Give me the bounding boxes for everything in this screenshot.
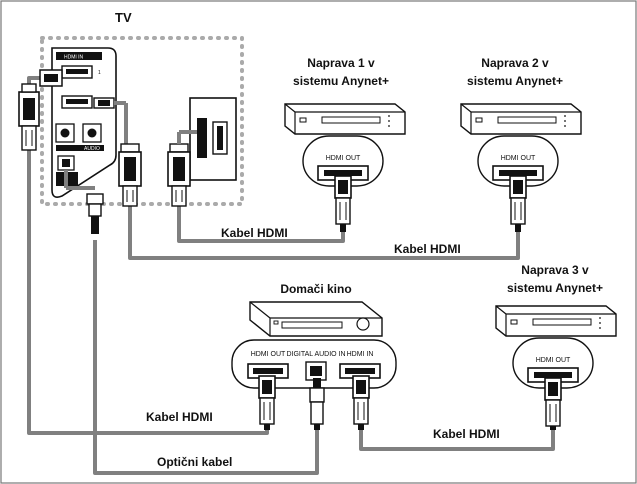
home-theater: Domači kino HDMI OUT DIGITAL AUDIO IN HD…	[231, 282, 397, 430]
plug-tv-port2	[93, 97, 128, 145]
cable-label-hdmi-2: Kabel HDMI	[394, 242, 461, 256]
tv-audio-header	[56, 145, 104, 151]
cable-label-hdmi-4: Kabel HDMI	[433, 427, 500, 441]
cable-tv-to-device2	[128, 205, 520, 260]
device1-label-line1: Naprava 1 v	[307, 56, 375, 70]
plug-tv-port1	[39, 69, 63, 87]
device-1: Naprava 1 v sistemu Anynet+ HDMI OUT	[284, 56, 406, 232]
device2-hdmi-out-label: HDMI OUT	[501, 155, 536, 162]
tv-label: TV	[115, 10, 132, 25]
device-3: Naprava 3 v sistemu Anynet+ HDMI OUT	[495, 263, 617, 430]
ht-plug-hdmi-in	[352, 375, 370, 430]
ht-plug-hdmi-out	[258, 375, 276, 430]
tv-side-hdmi-label-bg	[197, 118, 207, 158]
cable-label-hdmi-3: Kabel HDMI	[146, 410, 213, 424]
device1-hdmi-out-label: HDMI OUT	[326, 155, 361, 162]
tv-group: TV HDMI IN 1 2 AUDIO	[40, 10, 244, 206]
device-2: Naprava 2 v sistemu Anynet+ HDMI OUT	[460, 56, 582, 232]
ht-plug-optical	[309, 378, 325, 430]
tv-audio-label: AUDIO	[84, 146, 100, 152]
tv-hdmi-in-label: HDMI IN	[64, 55, 84, 61]
cable-optical	[93, 240, 319, 475]
device2-label-line2: sistemu Anynet+	[467, 74, 563, 88]
home-theater-label: Domači kino	[280, 282, 351, 296]
device2-plug	[509, 175, 527, 232]
plug-tv-side	[167, 132, 191, 207]
cable-tv-to-ht-hdmi	[27, 150, 269, 435]
device3-label-line2: sistemu Anynet+	[507, 281, 603, 295]
tv-outline	[40, 36, 244, 206]
plug-tv-left	[18, 83, 40, 151]
ht-hdmi-in-label: HDMI IN	[347, 351, 374, 358]
tv-plugs	[18, 69, 197, 234]
device1-label-line2: sistemu Anynet+	[293, 74, 389, 88]
device3-plug	[544, 377, 562, 430]
device3-label-line1: Naprava 3 v	[521, 263, 589, 277]
tv-hdmi-in-header	[56, 52, 102, 60]
tv-hdmi-num-1: 1	[98, 70, 101, 76]
plug-tv-device2	[118, 143, 142, 207]
device2-label-line1: Naprava 2 v	[481, 56, 549, 70]
device3-hdmi-out-label: HDMI OUT	[536, 357, 571, 364]
cable-tv-to-device1	[177, 205, 345, 243]
cable-label-optical: Optični kabel	[157, 455, 232, 469]
device1-plug	[334, 175, 352, 232]
cable-label-hdmi-1: Kabel HDMI	[221, 226, 288, 240]
plug-tv-optical	[86, 193, 104, 234]
cable-ht-to-device3	[359, 428, 555, 451]
ht-hdmi-out-label: HDMI OUT	[251, 351, 286, 358]
ht-digital-audio-in-label: DIGITAL AUDIO IN	[286, 351, 345, 358]
